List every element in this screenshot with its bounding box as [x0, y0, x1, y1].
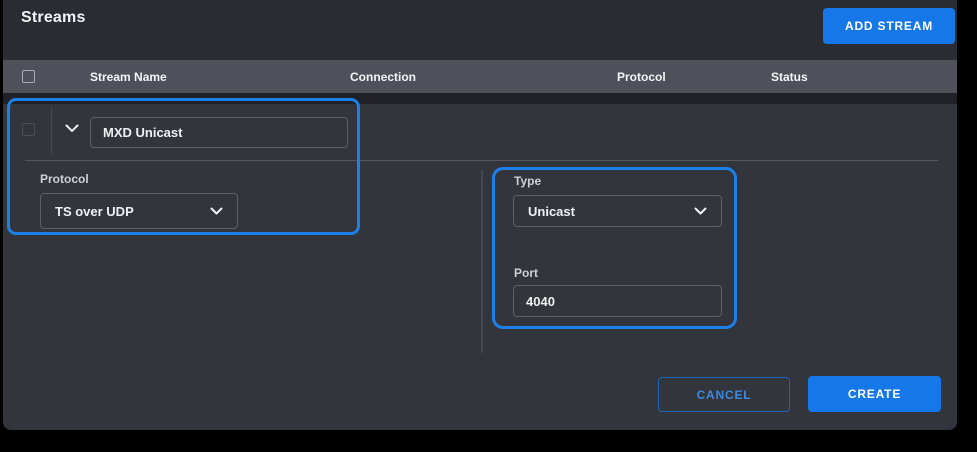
add-stream-button[interactable]: ADD STREAM [823, 8, 955, 44]
type-label: Type [514, 174, 542, 188]
protocol-label: Protocol [40, 172, 89, 186]
chevron-down-icon [694, 207, 707, 215]
port-label: Port [514, 266, 538, 280]
column-header-stream-name: Stream Name [90, 69, 167, 84]
row-divider [51, 107, 52, 156]
expanded-stream-card [3, 104, 957, 430]
page-title: Streams [21, 9, 86, 26]
cancel-button[interactable]: CANCEL [658, 377, 790, 412]
create-button[interactable]: CREATE [808, 376, 941, 412]
protocol-dropdown[interactable]: TS over UDP [40, 193, 238, 229]
chevron-down-icon [210, 207, 223, 215]
select-all-checkbox[interactable] [22, 70, 35, 83]
column-header-status: Status [771, 69, 808, 84]
chevron-down-icon [65, 124, 79, 133]
stream-name-input[interactable] [90, 117, 348, 148]
column-header-connection: Connection [350, 69, 416, 84]
table-header: Stream Name Connection Protocol Status [3, 60, 957, 93]
type-dropdown[interactable]: Unicast [513, 195, 722, 227]
row-checkbox[interactable] [22, 123, 35, 136]
column-divider [481, 170, 483, 353]
streams-panel: Streams ADD STREAM Stream Name Connectio… [3, 0, 957, 430]
header-shadow [3, 93, 957, 104]
protocol-selected-value: TS over UDP [55, 203, 134, 219]
column-header-protocol: Protocol [617, 69, 666, 84]
port-input[interactable] [513, 285, 722, 317]
section-divider [25, 160, 938, 161]
type-selected-value: Unicast [528, 203, 575, 219]
collapse-row-button[interactable] [64, 122, 80, 134]
